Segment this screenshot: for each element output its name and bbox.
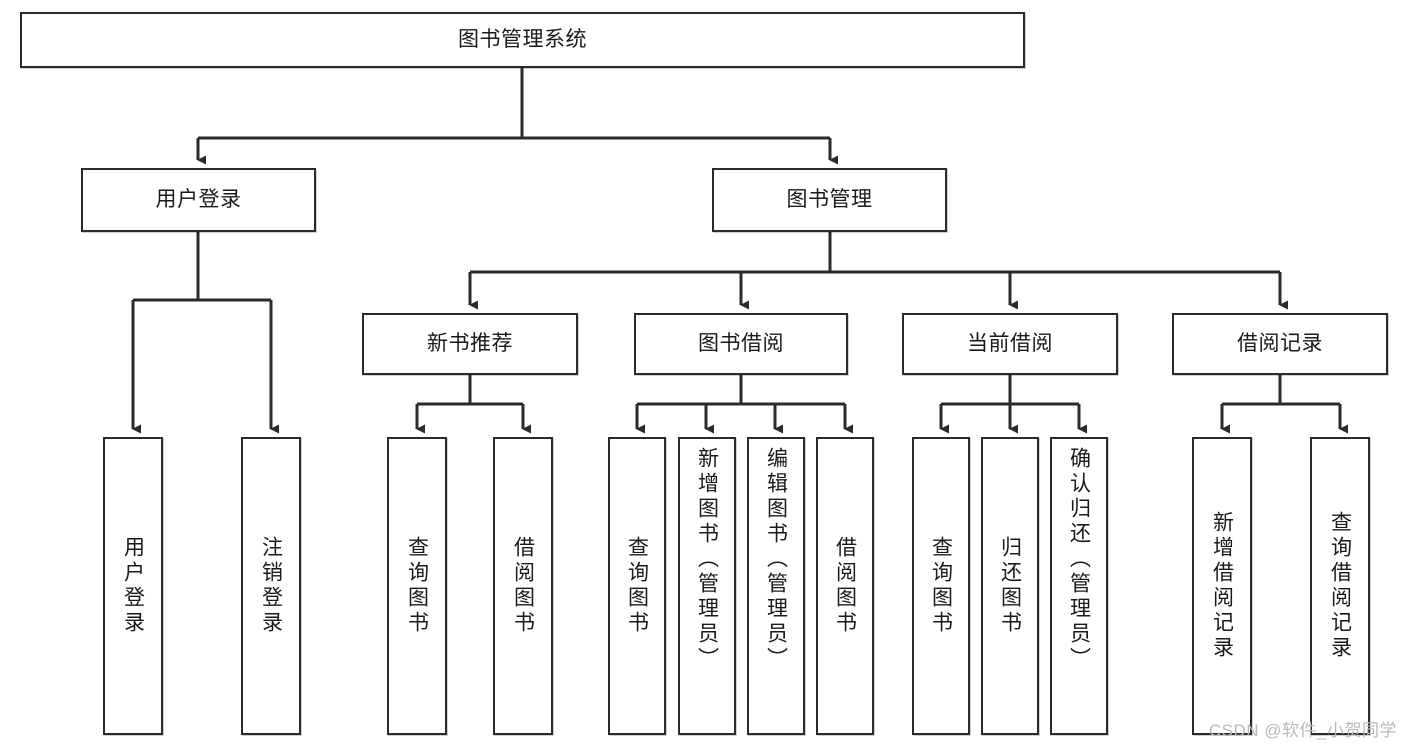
node-leaf-confirm-return-admin[interactable]: 确认归还（管理员）: [1050, 437, 1108, 735]
node-leaf-user-login[interactable]: 用户登录: [103, 437, 163, 735]
node-leaf-query-book-recommend[interactable]: 查询图书: [387, 437, 447, 735]
node-label: 新书推荐: [427, 331, 513, 355]
node-user-login[interactable]: 用户登录: [81, 168, 316, 232]
node-label: 查询借阅记录: [1328, 511, 1352, 661]
node-new-book-recommend[interactable]: 新书推荐: [362, 313, 578, 375]
node-borrow-record[interactable]: 借阅记录: [1172, 313, 1388, 375]
node-label: 编辑图书（管理员）: [764, 447, 788, 672]
node-leaf-return-book[interactable]: 归还图书: [981, 437, 1039, 735]
node-label: 归还图书: [998, 536, 1022, 636]
node-book-borrow[interactable]: 图书借阅: [634, 313, 848, 375]
node-leaf-borrow-book-recommend[interactable]: 借阅图书: [493, 437, 553, 735]
node-label: 用户登录: [155, 187, 242, 211]
node-current-borrow[interactable]: 当前借阅: [902, 313, 1118, 375]
node-label: 注销登录: [259, 536, 283, 636]
node-label: 图书管理: [786, 187, 873, 211]
node-label: 借阅图书: [511, 536, 535, 636]
node-leaf-query-borrow-record[interactable]: 查询借阅记录: [1310, 437, 1370, 735]
node-leaf-add-book-admin[interactable]: 新增图书（管理员）: [678, 437, 736, 735]
node-label: 图书管理系统: [458, 27, 587, 51]
node-leaf-lend-book[interactable]: 借阅图书: [816, 437, 874, 735]
node-book-management[interactable]: 图书管理: [712, 168, 947, 232]
node-label: 借阅记录: [1237, 331, 1323, 355]
node-label: 当前借阅: [967, 331, 1053, 355]
node-label: 借阅图书: [833, 536, 857, 636]
node-label: 新增借阅记录: [1210, 511, 1234, 661]
node-root-book-management-system[interactable]: 图书管理系统: [20, 12, 1025, 68]
node-label: 查询图书: [405, 536, 429, 636]
node-label: 用户登录: [121, 536, 145, 636]
node-leaf-query-book-current[interactable]: 查询图书: [912, 437, 970, 735]
node-leaf-query-book-borrow[interactable]: 查询图书: [608, 437, 666, 735]
node-label: 查询图书: [625, 536, 649, 636]
node-leaf-logout[interactable]: 注销登录: [241, 437, 301, 735]
node-leaf-edit-book-admin[interactable]: 编辑图书（管理员）: [747, 437, 805, 735]
node-label: 新增图书（管理员）: [695, 447, 719, 672]
node-label: 图书借阅: [698, 331, 784, 355]
node-label: 确认归还（管理员）: [1067, 447, 1091, 672]
node-leaf-add-borrow-record[interactable]: 新增借阅记录: [1192, 437, 1252, 735]
watermark: CSDN @软件_小贺同学: [1208, 721, 1397, 740]
node-label: 查询图书: [929, 536, 953, 636]
